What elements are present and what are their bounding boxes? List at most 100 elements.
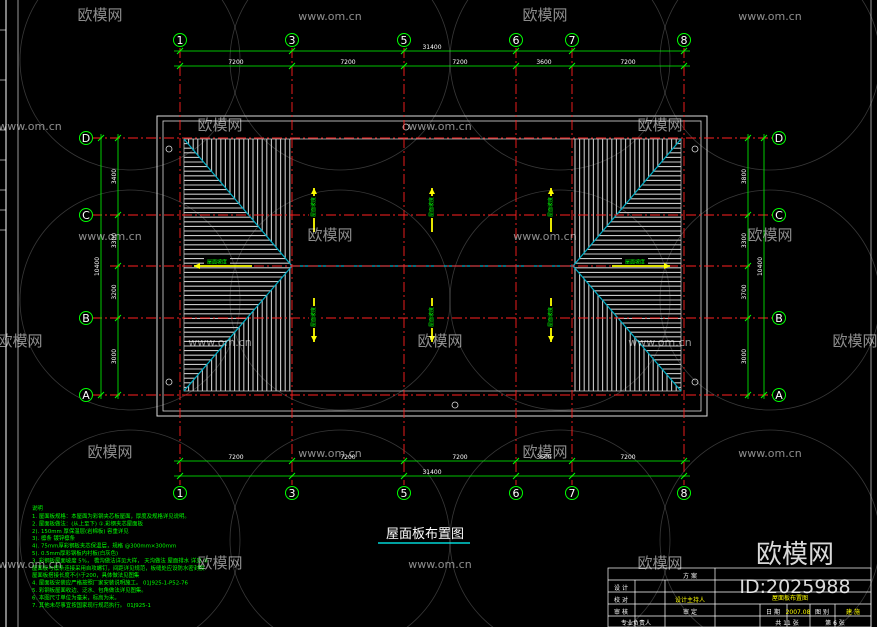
watermark-brand-large: 欧模网 — [756, 540, 834, 570]
watermark-14: 欧模网 — [417, 332, 462, 350]
note-line-7: 屋面板与檩条连接采用自攻螺钉，间距详见规范，板缝处应设防水密封胶 — [32, 564, 205, 572]
note-line-12: 7. 其他未尽事宜按国家现行规范执行。 01J925-1 — [32, 601, 151, 609]
tb-row-approve: 审 定 — [683, 608, 697, 616]
roof-drains — [165, 123, 699, 409]
watermark-6: www.om.cn — [408, 120, 471, 133]
axis-bubble-top-5-circle — [397, 33, 411, 47]
bottom-dim-total: 31400 — [422, 469, 441, 476]
tb-category-label: 图 别 — [815, 608, 829, 616]
axis-bubble-left-A-circle — [79, 388, 93, 402]
axis-bubble-top-7-circle — [565, 33, 579, 47]
axis-bubble-bottom-8-circle — [677, 486, 691, 500]
axis-bubble-bottom-6-circle — [509, 486, 523, 500]
axis-bubble-bottom-5-label: 5 — [401, 487, 408, 500]
bottom-dim-span-0: 7200 — [228, 454, 243, 461]
title-block — [607, 567, 872, 627]
watermark-16: 欧模网 — [832, 332, 877, 350]
bottom-dim-span-4: 7200 — [620, 454, 635, 461]
note-line-3: 3). 檩条 镀锌檩条 — [32, 534, 76, 542]
watermark-17: 欧模网 — [87, 443, 132, 461]
tb-row-check: 校 对 — [614, 596, 628, 604]
tb-row-review: 审 核 — [614, 608, 628, 616]
watermark-22: 欧模网 — [197, 554, 242, 572]
watermark-7: 欧模网 — [637, 116, 682, 134]
tb-row-design: 设 计 — [614, 584, 628, 592]
axis-bubble-right-B-label: B — [775, 312, 783, 325]
axis-bubble-left-C-label: C — [82, 209, 90, 222]
watermark-5: 欧模网 — [197, 116, 242, 134]
right-dim-span-1: 3300 — [741, 233, 748, 248]
note-line-0: 1. 屋面板规格：本屋面为彩钢夹芯板屋面，厚度及规格详见说明。 — [32, 512, 190, 520]
bottom-dim-span-2: 7200 — [452, 454, 467, 461]
top-dim-span-0: 7200 — [228, 59, 243, 66]
axis-bubble-top-3-label: 3 — [289, 34, 296, 47]
left-dim-total: 10400 — [94, 257, 101, 276]
note-line-5: 5). 0.5mm厚彩钢板内衬板(白灰色) — [32, 549, 118, 557]
axis-bubble-left-D-circle — [79, 131, 93, 145]
bottom-dim-span-3: 3600 — [536, 454, 551, 461]
watermark-0: 欧模网 — [77, 6, 122, 24]
axis-bubble-left-B-label: B — [82, 312, 90, 325]
note-line-9: 4. 屋面板安装应严格按照厂家安装说明施工。 01J925-1-P52-76 — [32, 579, 189, 587]
watermark-2: 欧模网 — [522, 6, 567, 24]
right-dim-span-2: 3700 — [741, 284, 748, 299]
tb-sheet-total: 共 11 张 — [775, 619, 798, 627]
watermark-15: www.om.cn — [628, 336, 691, 349]
watermark-19: 欧模网 — [522, 443, 567, 461]
watermark-13: www.om.cn — [188, 336, 251, 349]
slope-label-7: 屋面坡度 — [625, 259, 645, 266]
slope-label-3: 屋面坡度 — [310, 307, 317, 327]
axis-grid-lines — [92, 48, 772, 485]
tb-project-lead: 设计主持人 — [675, 596, 705, 604]
axis-bubble-bottom-1-circle — [173, 486, 187, 500]
axis-bubble-bottom-1-label: 1 — [177, 487, 184, 500]
slope-label-5: 屋面坡度 — [547, 307, 554, 327]
left-dim-span-2: 3200 — [111, 284, 118, 299]
left-dim-span-1: 3300 — [111, 233, 118, 248]
left-dim-span-3: 3000 — [111, 349, 118, 364]
watermark-4: www.om.cn — [0, 120, 62, 133]
watermark-id: ID:2025988 — [739, 576, 850, 598]
axis-bubble-left-B-circle — [79, 311, 93, 325]
axis-bubble-top-1-label: 1 — [177, 34, 184, 47]
axis-bubble-bottom-6-label: 6 — [513, 487, 520, 500]
tb-date-label: 日 期 — [766, 608, 780, 616]
slope-label-2: 屋面坡度 — [547, 197, 554, 217]
axis-bubble-bottom-8-label: 8 — [681, 487, 688, 500]
axis-bubble-bottom-7-circle — [565, 486, 579, 500]
note-line-4: 4). 75mm厚彩钢板夹芯保温层，规格 @300mm×300mm — [32, 542, 176, 550]
right-dim-span-3: 3000 — [741, 349, 748, 364]
note-line-6: 3. 彩钢板屋面坡度 5%， 檐沟做法详见大样， 天沟做法 屋面排水 详见 ⑤ — [32, 556, 208, 564]
axis-bubble-bottom-7-label: 7 — [569, 487, 576, 500]
axis-bubble-top-6-label: 6 — [513, 34, 520, 47]
top-dim-total: 31400 — [422, 44, 441, 51]
left-dim-span-0: 3400 — [111, 169, 118, 184]
watermark-3: www.om.cn — [738, 10, 801, 23]
watermark-20: www.om.cn — [738, 447, 801, 460]
slope-label-0: 屋面坡度 — [310, 197, 317, 217]
watermark-arcs — [19, 0, 877, 627]
axis-bubble-top-8-circle — [677, 33, 691, 47]
roof-panel-lines — [184, 139, 682, 391]
axis-bubble-left-A-label: A — [82, 389, 90, 402]
axis-bubble-left-D-label: D — [82, 132, 90, 145]
axis-bubble-right-A-label: A — [775, 389, 783, 402]
watermark-11: 欧模网 — [747, 226, 792, 244]
tb-drawing-name: 屋面板布置图 — [772, 594, 808, 602]
note-line-1: 2. 屋面板做法：(从上至下) ①.彩钢夹芯屋面板 — [32, 519, 144, 527]
axis-bubble-right-B-circle — [772, 311, 786, 325]
watermark-10: www.om.cn — [513, 230, 576, 243]
watermark-8: www.om.cn — [78, 230, 141, 243]
axis-bubble-top-1-circle — [173, 33, 187, 47]
right-dim-total: 10400 — [757, 257, 764, 276]
tb-date: 2007.08 — [786, 609, 811, 616]
watermark-12: 欧模网 — [0, 332, 43, 350]
watermarks: 欧模网 www.om.cn 欧模网 www.om.cn www.om.cn 欧模网 www.… — [0, 6, 877, 572]
note-line-11: 6. 本图尺寸单位为毫米，标高为米。 — [32, 593, 120, 601]
top-dim-span-1: 7200 — [340, 59, 355, 66]
watermark-1: www.om.cn — [298, 10, 361, 23]
axis-bubble-bottom-3-label: 3 — [289, 487, 296, 500]
